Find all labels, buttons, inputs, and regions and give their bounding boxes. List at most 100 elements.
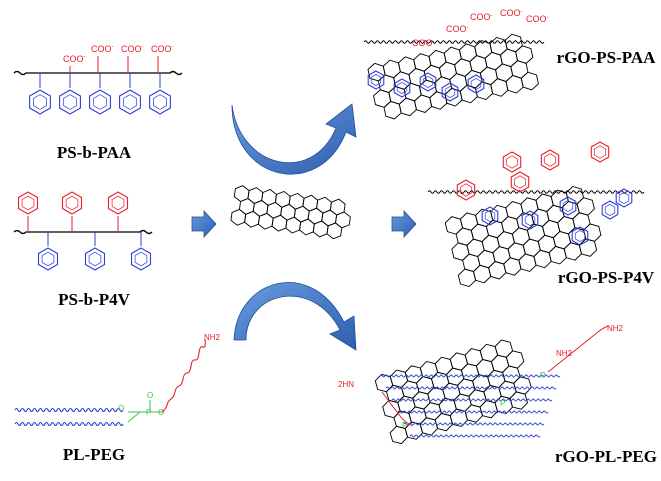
graphene-ring: [434, 76, 453, 95]
graphene-ring: [398, 97, 417, 117]
styrene-ring-inner: [574, 229, 586, 243]
graphene-ring: [455, 227, 474, 246]
graphene-ring: [307, 207, 324, 225]
styrene-ring: [481, 206, 499, 226]
styrene-ring-inner: [444, 85, 456, 99]
amine-label: 2HN: [338, 380, 354, 389]
amine-label: NH2: [204, 333, 221, 342]
graphene-ring: [418, 79, 438, 99]
graphene-ring: [488, 261, 507, 280]
coo-label: COO-: [446, 24, 469, 34]
rgo-ps-paa-label: rGO-PS-PAA: [557, 48, 657, 67]
graphene-ring: [288, 192, 305, 210]
graphene-ring: [373, 89, 392, 108]
graphene-ring: [451, 242, 470, 261]
pyridine-ring-inner: [21, 195, 35, 211]
graphene-ring: [444, 87, 463, 107]
graphene-ring: [449, 73, 468, 92]
coo-label: COO-: [63, 54, 86, 64]
graphene-ring: [266, 201, 283, 219]
graphene-ring: [408, 67, 427, 87]
styrene-ring: [419, 72, 437, 92]
graphene-ring: [576, 197, 595, 216]
pyridine-ring-inner: [544, 153, 556, 167]
styrene-ring: [615, 188, 633, 208]
styrene-rings: [37, 232, 152, 271]
styrene-ring-inner: [484, 209, 496, 223]
graphene-ring: [520, 71, 539, 91]
pyridine-ring: [540, 149, 560, 171]
pyridine-ring: [456, 179, 476, 201]
styrene-ring: [601, 200, 619, 220]
graphene-ring: [537, 234, 557, 254]
graphene-ring: [515, 45, 534, 64]
styrene-ring: [29, 89, 51, 115]
graphene-ring: [252, 199, 269, 217]
curved-arrow-icon: [233, 282, 357, 351]
graphene-ring: [261, 189, 277, 206]
graphene-ring: [457, 268, 477, 288]
peg-chain: [547, 325, 609, 373]
phosphate-o: O: [158, 408, 164, 417]
coo-label: COO-: [470, 12, 493, 22]
styrene-ring-inner: [370, 73, 382, 87]
lipid-chain: [391, 398, 553, 402]
styrene-ring: [119, 89, 141, 115]
graphene-ring: [443, 46, 462, 66]
phosphate-group: [127, 400, 162, 423]
graphene-ring: [302, 194, 319, 212]
styrene-ring-inner: [88, 251, 102, 267]
graphene-ring: [398, 56, 417, 76]
styrene-ring-inner: [470, 77, 482, 91]
pyridine-ring: [590, 141, 610, 163]
graphene-ring: [321, 209, 338, 227]
graphene-ring: [367, 62, 386, 82]
styrene-ring: [149, 89, 171, 115]
graphene-ring: [230, 208, 247, 226]
phosphate-p: P: [402, 421, 407, 430]
graphene-ring: [244, 210, 260, 228]
pyridine-ring: [61, 191, 83, 215]
graphene-ring: [565, 185, 585, 205]
graphene-ring: [572, 212, 591, 231]
polymer-backbone: [363, 40, 545, 44]
graphene-ring: [274, 190, 291, 208]
pyridine-ring: [107, 191, 129, 215]
graphene-ring: [466, 238, 485, 258]
pyridine-ring-inner: [514, 175, 526, 189]
graphene-ring: [542, 219, 561, 239]
right-arrow-icon: [391, 209, 417, 239]
ps-paa-label: PS-b-PAA: [57, 143, 132, 162]
graphene-ring: [470, 223, 490, 243]
styrene-ring: [130, 247, 152, 271]
styrene-ring-inner: [153, 94, 167, 110]
pyridine-ring: [502, 151, 522, 173]
graphene-ring: [326, 222, 343, 240]
graphene-ring: [548, 245, 567, 265]
peg-chain: [381, 391, 413, 427]
peg-chain: [161, 338, 206, 413]
graphene-ring: [464, 69, 483, 89]
coo-label: COO-: [526, 14, 549, 24]
graphene-ring: [238, 197, 255, 215]
polymer-backbone: [427, 190, 645, 194]
right-arrow-icon: [191, 209, 217, 239]
coo-label: COO-: [412, 38, 435, 48]
styrene-ring-inner: [562, 199, 574, 213]
styrene-ring: [521, 210, 539, 230]
graphene-ring: [496, 231, 516, 250]
coo-label: COO-: [500, 8, 523, 18]
pyridine-ring: [17, 191, 39, 215]
styrene-ring-inner: [134, 251, 148, 267]
graphene-ring: [233, 185, 250, 203]
pyridine-ring-inner: [506, 155, 518, 169]
graphene-ring: [271, 214, 288, 232]
graphene-ring: [518, 253, 537, 272]
styrene-ring-inner: [604, 203, 616, 217]
graphene-ring: [335, 211, 351, 229]
pl-peg-molecule: O O P O NH2: [14, 333, 221, 427]
styrene-ring-inner: [524, 213, 536, 227]
graphene-ring: [299, 218, 315, 236]
graphene-ring: [505, 74, 524, 94]
graphene-ring: [490, 204, 509, 224]
